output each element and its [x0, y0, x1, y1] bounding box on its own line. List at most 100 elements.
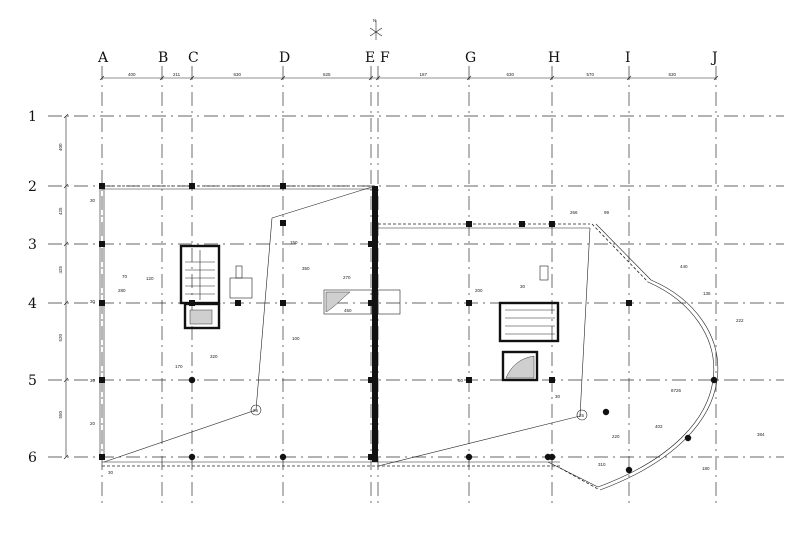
column-square — [99, 377, 105, 383]
dim-label: 384 — [757, 432, 765, 437]
structural-columns — [99, 183, 718, 474]
column-square — [280, 220, 286, 226]
grid-label-col-A: A — [97, 50, 109, 66]
dim-label: 450 — [344, 308, 352, 313]
dim-label: 200 — [475, 288, 483, 293]
dim-label: 70 — [122, 274, 128, 279]
dim-label: 270 — [343, 275, 351, 280]
building-outline — [99, 185, 719, 491]
right-elevator-core — [501, 350, 539, 382]
column-square — [549, 377, 555, 383]
grid-label-row-1: 1 — [28, 109, 37, 125]
dim-label: 222 — [736, 318, 744, 323]
column-round — [465, 453, 473, 461]
column-spacing-label: 400 — [128, 72, 136, 77]
dim-label: 350 — [302, 266, 310, 271]
column-round — [710, 376, 718, 384]
dim-label: 440 — [680, 264, 688, 269]
center-shaft — [323, 289, 401, 315]
column-spacing-label: 211 — [173, 72, 181, 77]
callout-left-label: 25 — [253, 408, 259, 413]
row-spacing-label: 425 — [58, 207, 63, 215]
callout-right: 25 — [576, 409, 588, 421]
dim-label: 220 — [612, 434, 620, 439]
callout-left: 25 — [250, 404, 262, 416]
grid-label-col-D: D — [279, 50, 290, 66]
central-spine-wall — [372, 186, 378, 462]
dim-label: 266 — [570, 210, 578, 215]
dim-label: 99 — [604, 210, 610, 215]
column-round — [684, 434, 692, 442]
grid-label-row-5: 5 — [28, 373, 37, 389]
dim-label: 180 — [702, 466, 710, 471]
column-square — [368, 300, 374, 306]
column-round — [602, 408, 610, 416]
column-square — [549, 221, 555, 227]
column-square — [189, 300, 195, 306]
dim-label: 150 — [290, 240, 298, 245]
column-square — [280, 183, 286, 189]
north-marker: N — [369, 18, 383, 40]
north-marker-label: N — [373, 18, 376, 23]
dim-label: 50 — [458, 378, 464, 383]
dim-label: 30 — [90, 378, 96, 383]
column-square — [189, 183, 195, 189]
grid-label-col-E: E — [365, 50, 375, 66]
column-spacing-label: 625 — [323, 72, 331, 77]
callout-right-label: 25 — [579, 413, 585, 418]
column-spacing-label: 187 — [420, 72, 428, 77]
dim-label: 135 — [703, 291, 711, 296]
right-stair-core — [498, 301, 560, 343]
grid-lines — [48, 66, 784, 505]
grid-label-col-G: G — [465, 50, 476, 66]
dim-label: 8726 — [671, 388, 682, 393]
column-square — [368, 454, 374, 460]
column-square — [519, 221, 525, 227]
column-round — [279, 453, 287, 461]
dim-label: 280 — [118, 288, 126, 293]
column-square — [466, 300, 472, 306]
column-square — [99, 241, 105, 247]
column-spacing-label: 630 — [234, 72, 242, 77]
grid-label-col-C: C — [188, 50, 199, 66]
grid-label-col-F: F — [380, 50, 390, 66]
dim-label: 120 — [146, 276, 154, 281]
dim-label: 402 — [655, 424, 663, 429]
column-square — [235, 300, 241, 306]
grid-label-row-6: 6 — [28, 450, 37, 466]
dim-label: 30 — [90, 198, 96, 203]
dim-label: 30 — [108, 470, 114, 475]
column-spacing-label: 630 — [507, 72, 515, 77]
row-spacing-label: 400 — [58, 143, 63, 151]
left-elevator-core — [183, 302, 221, 330]
grid-label-col-B: B — [158, 50, 168, 66]
column-round — [544, 453, 552, 461]
column-spacing-label: 530 — [669, 72, 677, 77]
column-square — [368, 377, 374, 383]
grid-label-row-2: 2 — [28, 179, 37, 195]
column-round — [625, 466, 633, 474]
column-square — [466, 221, 472, 227]
dim-label: 20 — [90, 421, 96, 426]
grid-label-col-H: H — [548, 50, 560, 66]
right-core — [498, 265, 560, 382]
grid-label-col-J: J — [710, 50, 718, 66]
column-square — [626, 300, 632, 306]
column-square — [280, 300, 286, 306]
column-round — [188, 453, 196, 461]
row-spacing-label: 425 — [58, 265, 63, 273]
left-core — [179, 244, 253, 330]
column-square — [466, 377, 472, 383]
grid-label-row-4: 4 — [28, 296, 37, 312]
dim-label: 30 — [520, 284, 526, 289]
column-round — [188, 376, 196, 384]
dim-label: 30 — [555, 394, 561, 399]
column-square — [99, 300, 105, 306]
dim-label: 310 — [598, 462, 606, 467]
grid-label-row-3: 3 — [28, 237, 37, 253]
row-spacing-label: 550 — [58, 410, 63, 418]
